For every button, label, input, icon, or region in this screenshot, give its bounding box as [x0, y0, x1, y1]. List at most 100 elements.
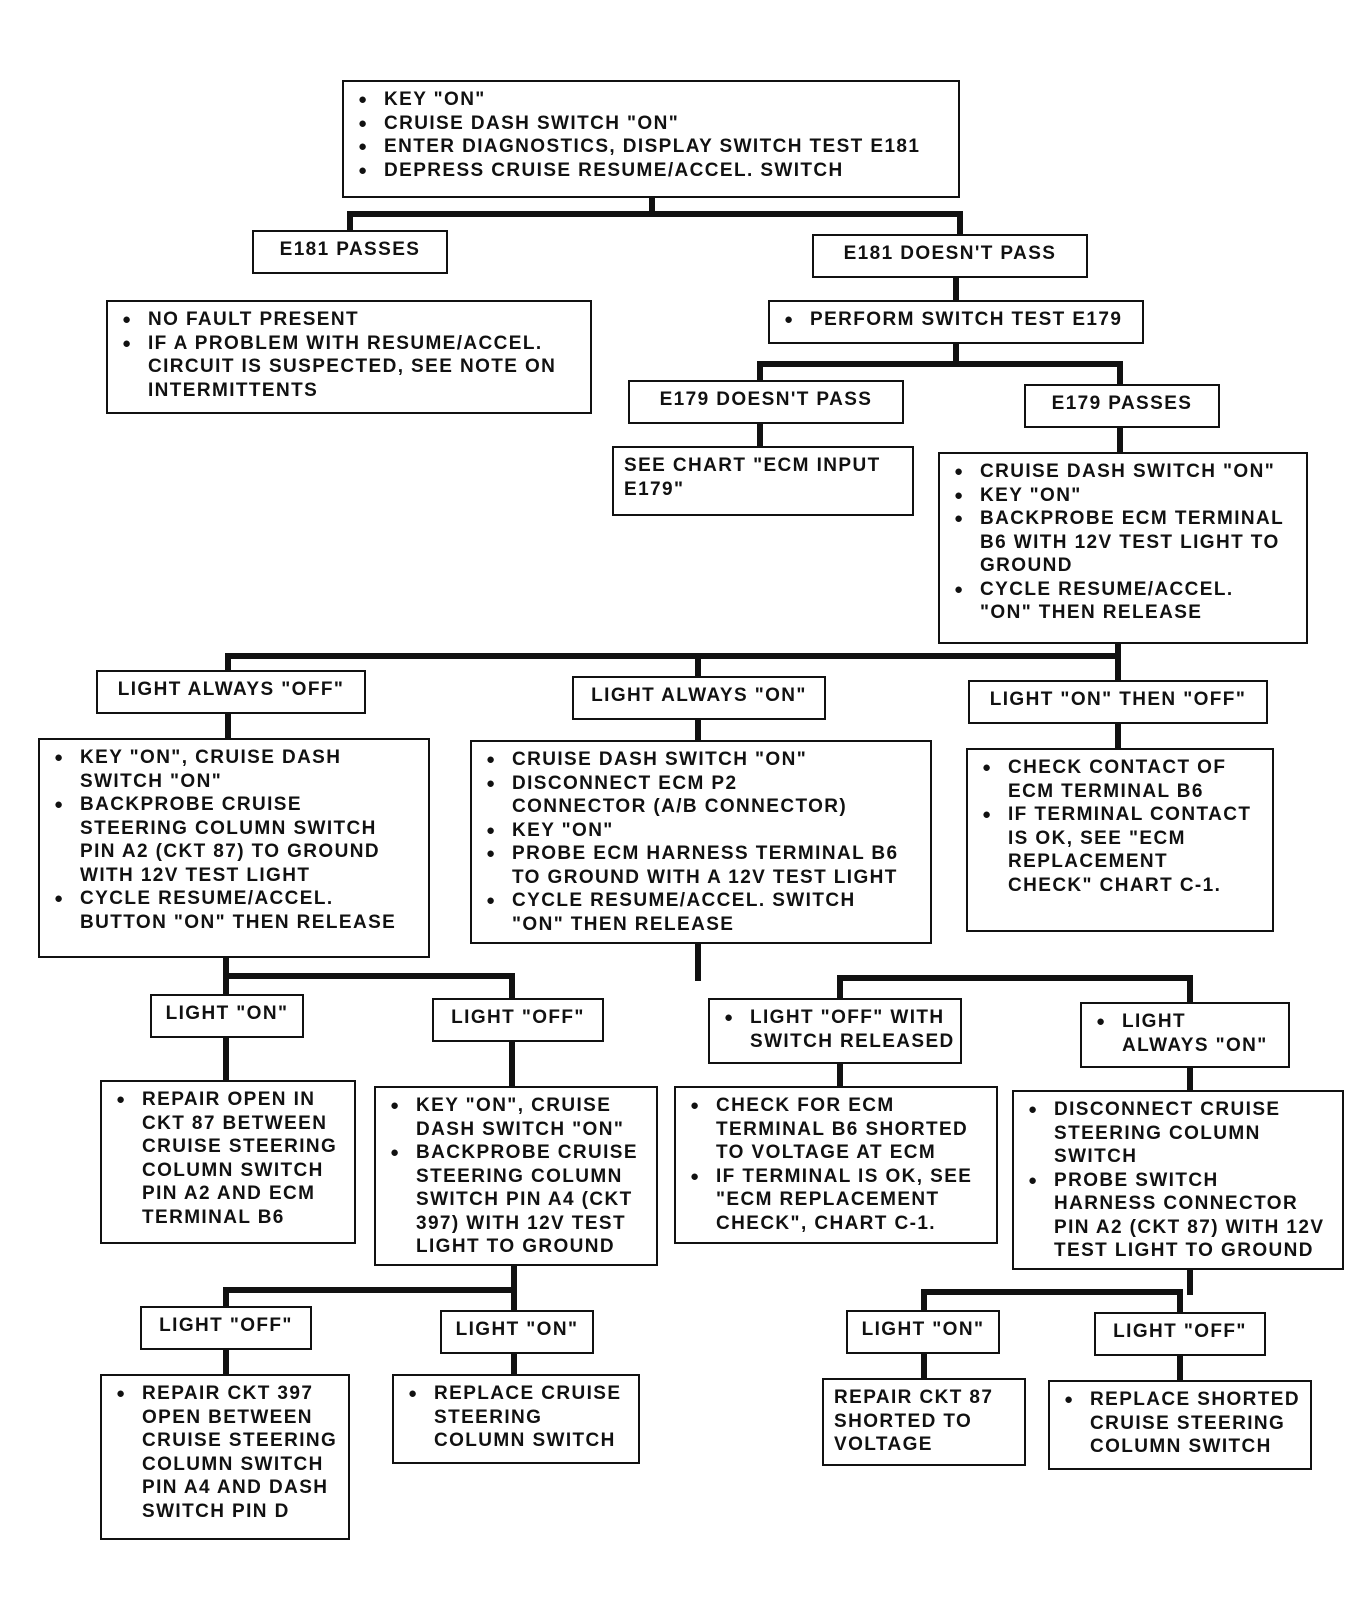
step-text: REPLACE CRUISE	[408, 1382, 628, 1406]
label: LIGHT "ON"	[165, 1003, 289, 1024]
step-text: CYCLE RESUME/ACCEL.	[54, 887, 418, 911]
step-text: COLUMN SWITCH	[1090, 1436, 1272, 1457]
step-text: REPLACE SHORTED	[1064, 1388, 1300, 1412]
step-text: TO VOLTAGE AT ECM	[716, 1142, 937, 1163]
step-text: COLUMN SWITCH	[142, 1453, 324, 1475]
step-text: SWITCH PIN D	[142, 1500, 290, 1522]
label: LIGHT "ON"	[455, 1319, 579, 1340]
step-text: REPAIR CKT 397	[116, 1382, 338, 1406]
step-text: ECM TERMINAL B6	[1008, 780, 1204, 802]
label: E179 PASSES	[1051, 393, 1193, 414]
step-text: TERMINAL B6 SHORTED	[716, 1118, 969, 1140]
step-text: BUTTON "ON" THEN RELEASE	[80, 911, 397, 933]
backprobe-b6-box: CRUISE DASH SWITCH "ON" KEY "ON" BACKPRO…	[938, 452, 1308, 644]
step-text: INTERMITTENTS	[148, 379, 319, 401]
step-text: ENTER DIAGNOSTICS, DISPLAY SWITCH TEST E…	[358, 135, 948, 159]
left-steps-box: KEY "ON", CRUISE DASH SWITCH "ON" BACKPR…	[38, 738, 430, 958]
step-text: PROBE ECM HARNESS TERMINAL B6	[486, 842, 920, 866]
step-text: LIGHT	[1096, 1010, 1278, 1034]
step-text: SWITCH	[1054, 1146, 1138, 1167]
step-text: "ECM REPLACEMENT	[716, 1189, 940, 1210]
step-text: CRUISE DASH SWITCH "ON"	[486, 748, 920, 772]
e181-fails-box: E181 DOESN'T PASS	[812, 234, 1088, 278]
label: LIGHT "OFF"	[451, 1007, 585, 1028]
right-light-off-box: LIGHT "OFF"	[1094, 1312, 1266, 1356]
light-always-on-box: LIGHT ALWAYS "ON"	[572, 676, 826, 720]
right-light-on-box: LIGHT "ON"	[846, 1310, 1000, 1354]
a4-light-on-box: LIGHT "ON"	[440, 1310, 594, 1354]
mid-light-off-released-box: LIGHT "OFF" WITH SWITCH RELEASED	[708, 998, 962, 1064]
step-text: OPEN BETWEEN	[142, 1406, 313, 1428]
step-text: PIN A2 AND ECM	[142, 1183, 316, 1204]
label: LIGHT "OFF"	[1113, 1321, 1247, 1342]
repair-open-87-box: REPAIR OPEN IN CKT 87 BETWEEN CRUISE STE…	[100, 1080, 356, 1244]
label: LIGHT ALWAYS "OFF"	[117, 679, 345, 700]
check-b6-short-box: CHECK FOR ECM TERMINAL B6 SHORTED TO VOL…	[674, 1086, 998, 1244]
step-text: SEE CHART "ECM INPUT	[624, 455, 881, 476]
backprobe-a4-box: KEY "ON", CRUISE DASH SWITCH "ON" BACKPR…	[374, 1086, 658, 1266]
label: LIGHT "OFF"	[159, 1315, 293, 1336]
step-text: REPAIR OPEN IN	[116, 1088, 344, 1112]
step-text: CONNECTOR (A/B CONNECTOR)	[512, 796, 848, 817]
step-text: STEERING COLUMN	[1054, 1122, 1261, 1144]
step-text: PERFORM SWITCH TEST E179	[784, 308, 1132, 332]
see-chart-box: SEE CHART "ECM INPUT E179"	[612, 446, 914, 516]
step-text: DISCONNECT CRUISE	[1028, 1098, 1332, 1122]
a4-light-off-box: LIGHT "OFF"	[140, 1306, 312, 1350]
step-text: IF A PROBLEM WITH RESUME/ACCEL.	[122, 332, 580, 356]
label: E181 DOESN'T PASS	[843, 243, 1057, 264]
step-text: CRUISE DASH SWITCH "ON"	[954, 460, 1296, 484]
step-text: PROBE SWITCH	[1028, 1169, 1332, 1193]
step-text: HARNESS CONNECTOR	[1054, 1193, 1299, 1214]
mid-steps-box: CRUISE DASH SWITCH "ON" DISCONNECT ECM P…	[470, 740, 932, 944]
repair-87-short-box: REPAIR CKT 87 SHORTED TO VOLTAGE	[822, 1378, 1026, 1466]
step-text: DASH SWITCH "ON"	[416, 1118, 625, 1140]
step-text: TEST LIGHT TO GROUND	[1054, 1240, 1314, 1261]
label: LIGHT ALWAYS "ON"	[591, 685, 807, 706]
label: LIGHT "ON" THEN "OFF"	[989, 689, 1247, 710]
step-text: TERMINAL B6	[142, 1206, 285, 1228]
step-text: PIN A2 (CKT 87) WITH 12V	[1054, 1216, 1325, 1238]
step-text: REPLACEMENT	[1008, 851, 1169, 872]
step-text: CHECK", CHART C-1.	[716, 1212, 936, 1234]
step-text: ALWAYS "ON"	[1122, 1034, 1268, 1056]
step-text: DEPRESS CRUISE RESUME/ACCEL. SWITCH	[358, 159, 948, 183]
step-text: BACKPROBE ECM TERMINAL	[954, 507, 1296, 531]
step-text: IF TERMINAL CONTACT	[982, 803, 1262, 827]
no-fault-box: NO FAULT PRESENT IF A PROBLEM WITH RESUM…	[106, 300, 592, 414]
step-text: IF TERMINAL IS OK, SEE	[690, 1165, 986, 1189]
step-text: NO FAULT PRESENT	[122, 308, 580, 332]
step-text: VOLTAGE	[834, 1434, 933, 1455]
left-light-on-box: LIGHT "ON"	[150, 994, 304, 1038]
step-text: KEY "ON"	[954, 484, 1296, 508]
step-text: CRUISE DASH SWITCH "ON"	[358, 112, 948, 136]
label: E181 PASSES	[279, 239, 421, 260]
step-text: LIGHT TO GROUND	[416, 1236, 616, 1257]
step-text: SWITCH RELEASED	[750, 1030, 955, 1052]
step-text: CYCLE RESUME/ACCEL. SWITCH	[486, 889, 920, 913]
light-always-off-box: LIGHT ALWAYS "OFF"	[96, 670, 366, 714]
disconnect-switch-box: DISCONNECT CRUISE STEERING COLUMN SWITCH…	[1012, 1090, 1344, 1270]
step-text: CHECK" CHART C-1.	[1008, 874, 1222, 896]
light-on-then-off-box: LIGHT "ON" THEN "OFF"	[968, 680, 1268, 724]
label: E179 DOESN'T PASS	[659, 389, 873, 410]
step-text: CKT 87 BETWEEN	[142, 1112, 328, 1134]
step-text: LIGHT "OFF" WITH	[724, 1006, 950, 1030]
step-text: SWITCH "ON"	[80, 770, 223, 792]
step-text: COLUMN SWITCH	[434, 1430, 616, 1451]
step-text: CHECK CONTACT OF	[982, 756, 1262, 780]
step-text: STEERING COLUMN	[416, 1165, 623, 1187]
step-text: PIN A2 (CKT 87) TO GROUND	[80, 841, 380, 862]
step-text: BACKPROBE CRUISE	[390, 1141, 646, 1165]
step-text: B6 WITH 12V TEST LIGHT TO	[980, 531, 1280, 553]
step-text: CIRCUIT IS SUSPECTED, SEE NOTE ON	[148, 356, 557, 377]
step-text: STEERING COLUMN SWITCH	[80, 817, 377, 839]
repair-397-box: REPAIR CKT 397 OPEN BETWEEN CRUISE STEER…	[100, 1374, 350, 1540]
step-text: IS OK, SEE "ECM	[1008, 827, 1186, 849]
perform-e179-box: PERFORM SWITCH TEST E179	[768, 300, 1144, 344]
replace-switch-box: REPLACE CRUISE STEERING COLUMN SWITCH	[392, 1374, 640, 1464]
step-text: CRUISE STEERING	[142, 1136, 338, 1157]
step-text: KEY "ON", CRUISE DASH	[54, 746, 418, 770]
step-text: BACKPROBE CRUISE	[54, 793, 418, 817]
step-text: CYCLE RESUME/ACCEL.	[954, 578, 1296, 602]
